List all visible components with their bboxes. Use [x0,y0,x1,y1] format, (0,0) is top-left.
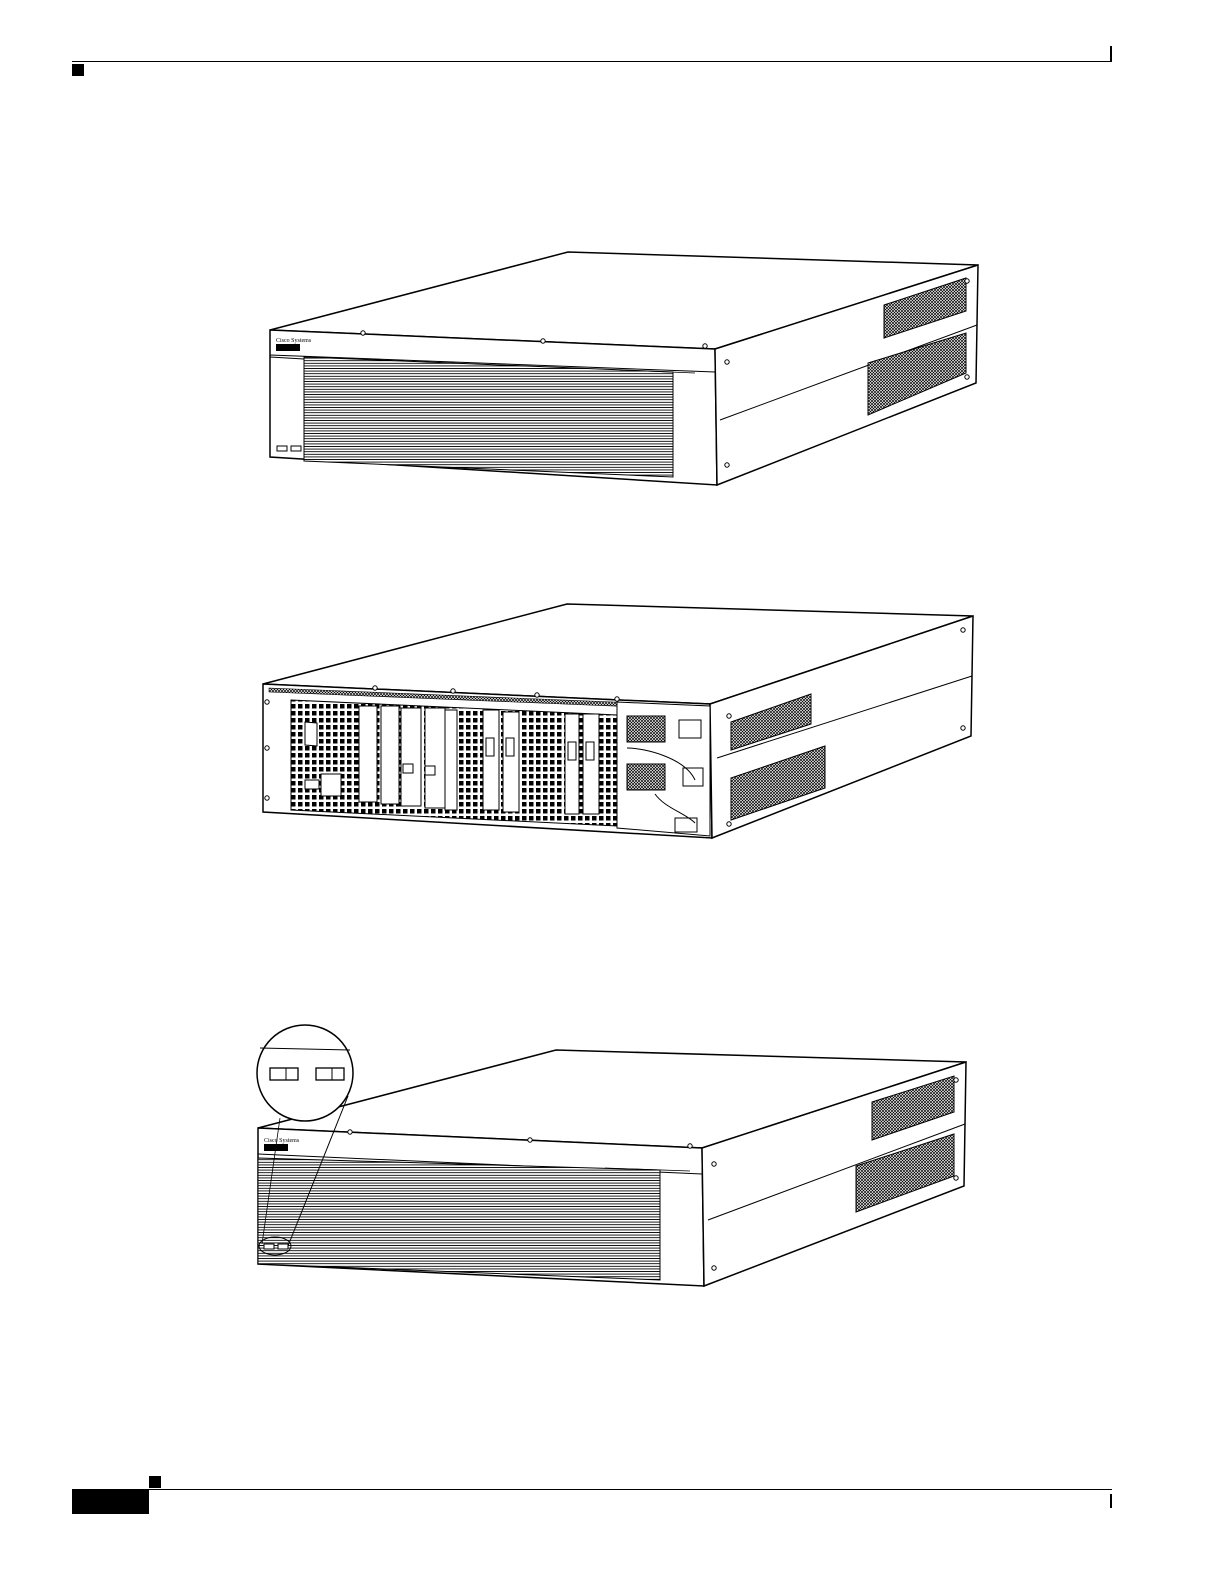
footer-page-tab [72,1490,149,1514]
chassis-rear-view [255,598,985,848]
chassis-front-view: Cisco Systems [260,245,990,495]
logo-text: Cisco Systems [276,338,312,344]
header-rule [72,61,1112,62]
footer-marker-square [149,1476,161,1488]
footer-rule [72,1489,1112,1490]
header-right-tick [1110,46,1112,62]
footer-right-tick [1110,1494,1112,1508]
header-marker-square [72,64,84,76]
logo-text: Cisco Systems [264,1138,300,1144]
chassis-front-led-callout: Cisco Systems [250,1018,980,1303]
